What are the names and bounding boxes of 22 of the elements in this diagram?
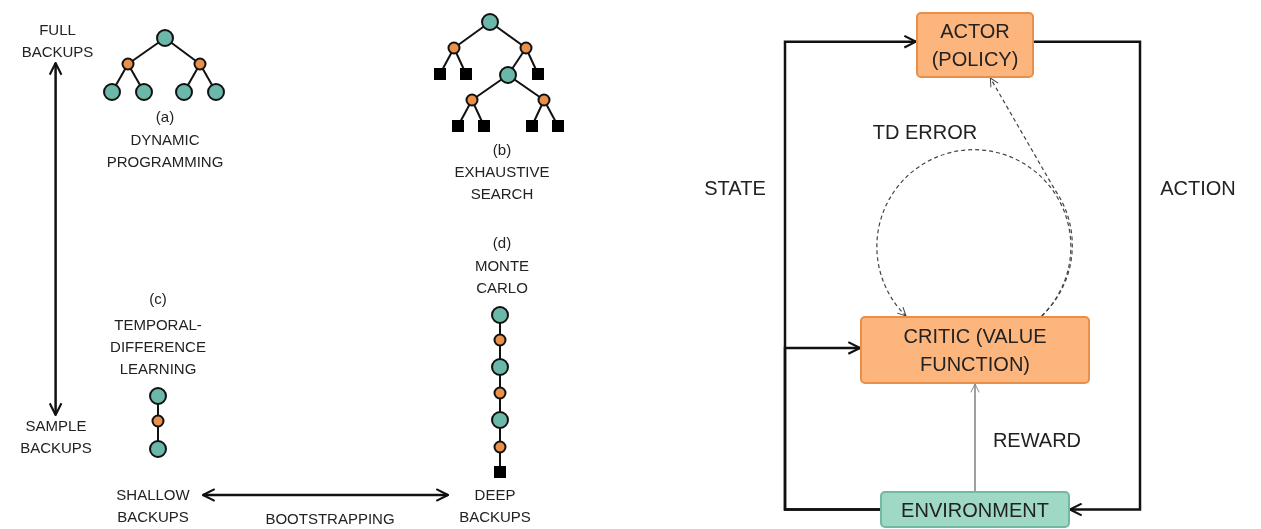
method-caption: TEMPORAL- DIFFERENCE LEARNING: [109, 315, 207, 379]
process-box: ACTOR (POLICY): [916, 12, 1034, 78]
process-box: ENVIRONMENT: [880, 491, 1070, 528]
arrow: [783, 341, 880, 511]
process-box: CRITIC (VALUE FUNCTION): [860, 316, 1090, 384]
figure-letter: (a): [154, 107, 176, 127]
arrow: [970, 383, 980, 492]
arrow: [1034, 40, 1142, 517]
axis-end-label: SHALLOW BACKUPS: [103, 484, 203, 528]
arrow: [48, 61, 63, 417]
figure-letter: (c): [148, 289, 168, 309]
axis-end-label: SAMPLE BACKUPS: [8, 415, 104, 459]
arrow: [201, 488, 450, 502]
method-caption: DYNAMIC PROGRAMMING: [105, 130, 225, 172]
figure-letter: (d): [491, 233, 513, 253]
axis-end-label: FULL BACKUPS: [10, 19, 105, 63]
method-caption: MONTE CARLO: [473, 256, 531, 298]
dashed-arrow: [876, 149, 1072, 317]
figure-letter: (b): [491, 140, 513, 160]
axis-end-label: DEEP BACKUPS: [448, 484, 542, 528]
dashed-arrow: [989, 77, 1073, 317]
method-caption: EXHAUSTIVE SEARCH: [453, 162, 551, 204]
